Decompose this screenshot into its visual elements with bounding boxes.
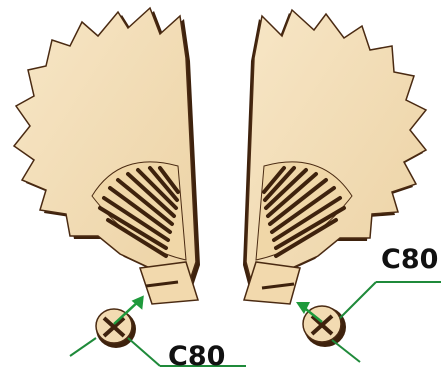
left-peg-icon [96,309,136,348]
right-part-label: C80 [381,246,438,273]
left-part-label: C80 [168,343,225,370]
left-wing-icon [14,8,200,304]
